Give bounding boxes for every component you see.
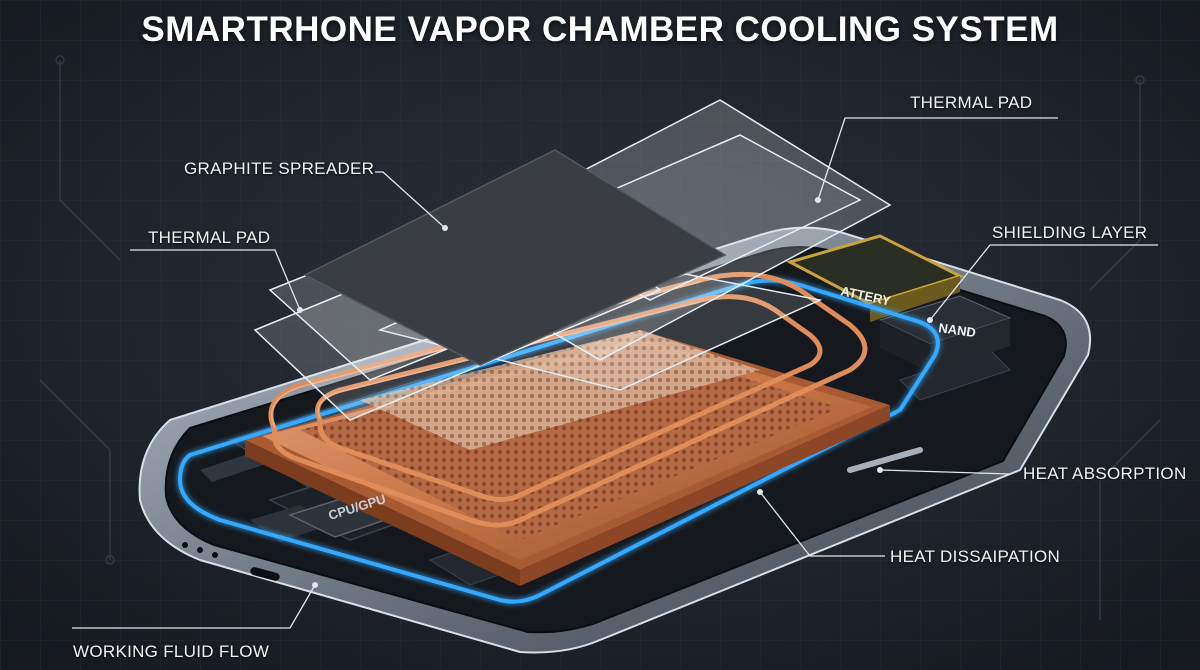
leader-lines [72, 117, 1158, 629]
vapor-chamber [245, 271, 890, 586]
label-heat-absorption: HEAT ABSORPTION [1023, 464, 1187, 483]
page-title: SMARTRHONE VAPOR CHAMBER COOLING SYSTEM [141, 10, 1059, 49]
graphite-spreader [303, 149, 727, 366]
battery-shield [786, 234, 965, 322]
fluid-flow-loop [177, 278, 940, 604]
label-thermal-pad-left: THERMAL PAD [148, 228, 271, 247]
nand-label: NAND [938, 320, 977, 340]
label-working-fluid-flow: WORKING FLUID FLOW [73, 642, 270, 661]
label-heat-dissipation: HEAT DISSAIPATION [890, 547, 1061, 566]
label-graphite-spreader: GRAPHITE SPREADER [184, 159, 375, 178]
label-thermal-pad-top: THERMAL PAD [910, 93, 1033, 112]
nand-chip [878, 295, 1012, 372]
label-shielding-layer: SHIELDING LAYER [992, 223, 1148, 242]
